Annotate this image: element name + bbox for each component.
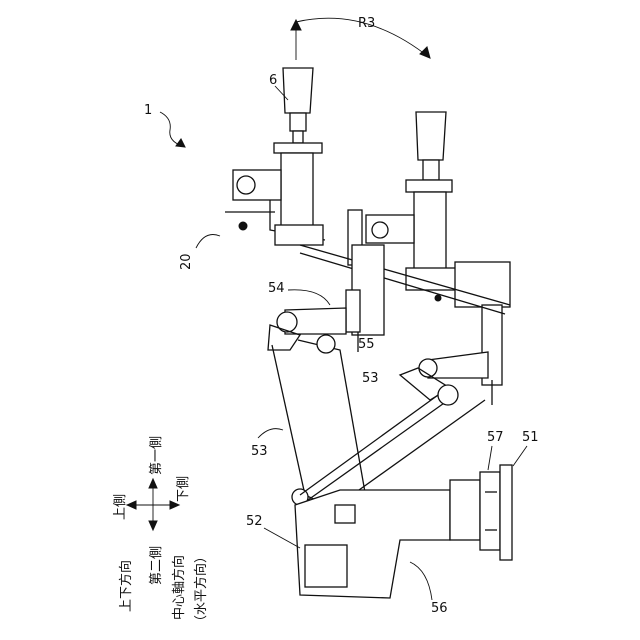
legend-horizontal: （水平方向） bbox=[193, 550, 209, 628]
legend-second: 第二側 bbox=[149, 546, 164, 585]
leader-53 bbox=[258, 429, 283, 438]
label-1: 1 bbox=[144, 103, 152, 118]
arrow-1 bbox=[176, 139, 185, 147]
leader-51 bbox=[513, 446, 527, 466]
base-unit bbox=[295, 465, 512, 598]
legend-first: 第一側 bbox=[149, 436, 164, 475]
label-6: 6 bbox=[269, 73, 277, 88]
legend-up: 上側 bbox=[113, 494, 128, 520]
legend-down: 下側 bbox=[176, 476, 191, 502]
leader-20 bbox=[196, 235, 220, 249]
boom-53 bbox=[268, 325, 485, 505]
label-53-lower: 53 bbox=[251, 444, 268, 459]
leader-52 bbox=[264, 528, 300, 548]
label-53-upper: 53 bbox=[362, 371, 379, 386]
leader-54 bbox=[288, 290, 330, 305]
label-r3: R3 bbox=[358, 16, 375, 31]
label-57: 57 bbox=[487, 430, 504, 445]
label-20: 20 bbox=[179, 253, 194, 270]
upper-tool-6 bbox=[225, 68, 325, 245]
arrow-up bbox=[149, 479, 157, 488]
leader-56 bbox=[410, 562, 432, 600]
label-54: 54 bbox=[268, 281, 285, 296]
label-52: 52 bbox=[246, 514, 263, 529]
arrow-left bbox=[127, 501, 136, 509]
legend-vertical: 上下方向 bbox=[118, 560, 134, 612]
label-55: 55 bbox=[358, 337, 375, 352]
label-51: 51 bbox=[522, 430, 539, 445]
direction-legend bbox=[127, 479, 179, 530]
legend-axis: 中心軸方向 bbox=[171, 555, 187, 620]
label-56: 56 bbox=[431, 601, 448, 616]
leader-57 bbox=[488, 446, 492, 470]
arrow-down bbox=[149, 521, 157, 530]
